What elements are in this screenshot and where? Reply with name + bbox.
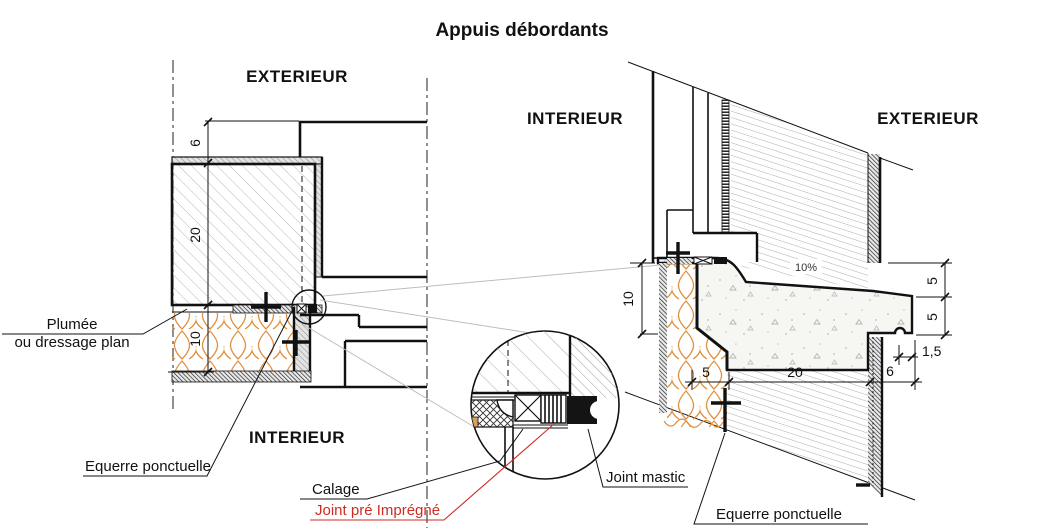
render-band-lower (868, 337, 882, 496)
mastic-notch (590, 401, 608, 419)
left-section-view: 6 20 10 EXTERIEUR INTERIEUR Plumée ou dr… (2, 60, 694, 528)
equerre-label-left: Equerre ponctuelle (85, 458, 211, 475)
render-band-upper (868, 154, 880, 263)
slope-label: 10% (795, 262, 817, 274)
calage-small-x (296, 303, 307, 314)
calage-label: Calage (312, 481, 360, 498)
dim-5-bottom: 5 (702, 364, 710, 380)
dim-20-right: 20 (787, 364, 803, 380)
joint-pre-impregne-block (540, 394, 567, 424)
right-dimensions: 10 5 20 6 1,5 5 5 (620, 258, 952, 390)
detail-reference-lines (298, 261, 694, 429)
zone-exterieur-right: EXTERIEUR (877, 109, 979, 128)
drawing-title: Appuis débordants (435, 20, 608, 41)
slope-label-halo (790, 259, 822, 274)
left-dimensions: 6 20 10 (168, 117, 214, 377)
dim-6-right: 6 (886, 363, 894, 379)
masonry-wall-upper (731, 102, 868, 290)
joint-mastic-callout: Joint mastic (587, 428, 688, 488)
dim-5-mid: 5 (924, 313, 940, 321)
dim-10: 10 (187, 331, 203, 347)
membrane-line (695, 263, 729, 370)
mastic-small (308, 304, 317, 313)
detail-reference-circle (291, 289, 327, 325)
plumee-callout: Plumée ou dressage plan (2, 308, 188, 351)
zone-interieur-left: INTERIEUR (249, 428, 345, 447)
plumee-label-2: ou dressage plan (14, 334, 129, 351)
dim-10-right: 10 (620, 291, 636, 307)
frame-corner-fillet (496, 399, 514, 418)
mastic-right (714, 257, 727, 264)
bottom-finish-strip (171, 370, 312, 383)
equerre-callout-left: Equerre ponctuelle (83, 310, 293, 477)
compressed-joint-strip (721, 99, 730, 234)
zone-interieur-right: INTERIEUR (527, 109, 623, 128)
right-section-view: 10% 10 5 20 6 1,5 5 5 INTERIEUR EXTERIEU… (527, 61, 979, 525)
plumee-label-1: Plumée (47, 316, 98, 333)
window-frame-left (300, 157, 427, 389)
calage-callout: Calage (300, 428, 524, 500)
insulation-left (172, 313, 294, 371)
concrete-sill-right (656, 256, 914, 372)
zone-exterieur-left: EXTERIEUR (246, 67, 348, 86)
bracket-mark-mid-right (711, 388, 741, 432)
dim-5-top: 5 (924, 277, 940, 285)
angle-bracket-marks (251, 292, 310, 356)
interior-finish-strip (659, 263, 667, 413)
joint-mastic-label: Joint mastic (606, 469, 686, 486)
joint-pre-callout: Joint pré Imprégné (310, 423, 555, 521)
equerre-callout-right: Equerre ponctuelle (693, 432, 868, 525)
frame-profile-right (653, 87, 727, 259)
insulation-torn-edge (663, 418, 724, 428)
dim-6: 6 (187, 139, 203, 147)
dim-20: 20 (187, 227, 203, 243)
bracket-mark-top-right (666, 242, 690, 274)
wall-above-edge (298, 120, 427, 157)
detail-circle-view (470, 330, 620, 480)
insulation-right (667, 263, 727, 427)
dim-1-5: 1,5 (922, 343, 942, 359)
equerre-label-right: Equerre ponctuelle (716, 506, 842, 523)
masonry-wall-lower (727, 370, 868, 482)
joint-pre-label: Joint pré Imprégné (315, 502, 440, 519)
